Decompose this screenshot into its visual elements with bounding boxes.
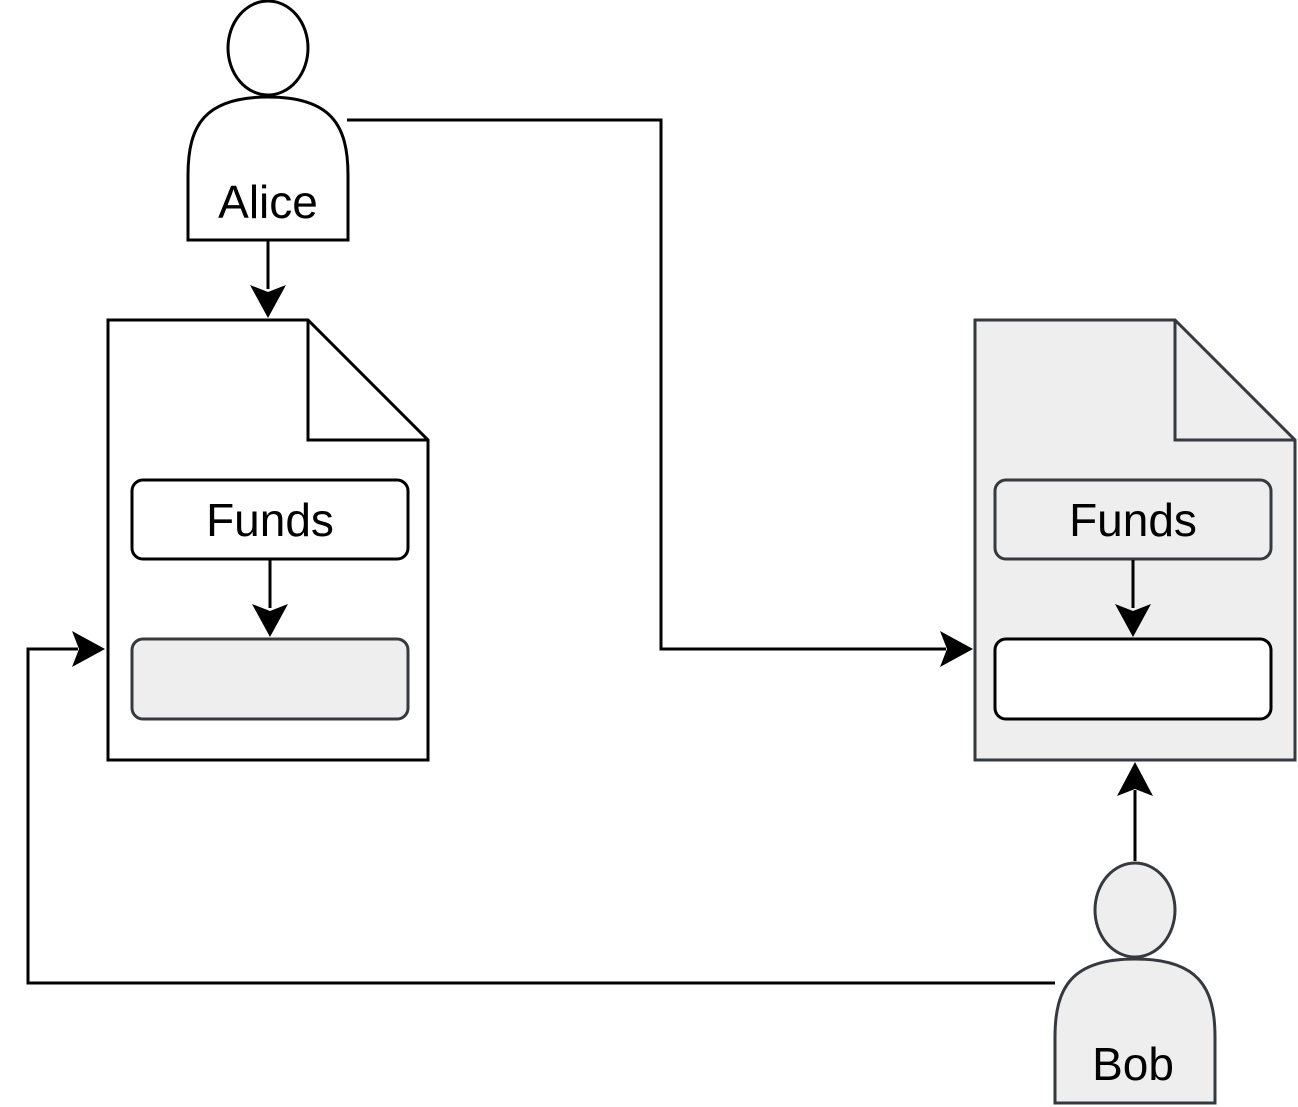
arrow-left-funds-to-slot[interactable] — [252, 560, 288, 637]
bob-actor[interactable]: Bob — [1053, 861, 1217, 1105]
left-document-fold — [306, 320, 428, 442]
right-document[interactable]: Funds — [973, 318, 1297, 762]
arrow-bob-to-left-document[interactable] — [26, 631, 1055, 985]
left-empty-slot[interactable] — [130, 637, 410, 721]
arrow-alice-to-left-document[interactable] — [250, 241, 286, 318]
right-document-fold — [1173, 320, 1295, 442]
arrow-bob-to-right-document[interactable] — [1117, 762, 1153, 861]
left-funds-box[interactable]: Funds — [130, 478, 410, 561]
arrow-right-funds-to-slot[interactable] — [1115, 560, 1151, 637]
alice-actor[interactable]: Alice — [186, 0, 350, 242]
left-document[interactable]: Funds — [106, 318, 430, 762]
bob-head-icon — [1093, 861, 1177, 959]
arrow-alice-to-right-document[interactable] — [347, 118, 973, 667]
right-funds-box[interactable]: Funds — [993, 478, 1273, 561]
bob-label: Bob — [1092, 1038, 1174, 1090]
right-funds-label: Funds — [1069, 494, 1197, 546]
left-funds-label: Funds — [206, 494, 334, 546]
right-empty-slot[interactable] — [993, 637, 1273, 721]
alice-body-icon — [186, 95, 350, 242]
alice-label: Alice — [218, 176, 318, 228]
bob-body-icon — [1053, 957, 1217, 1105]
alice-head-icon — [226, 0, 310, 97]
